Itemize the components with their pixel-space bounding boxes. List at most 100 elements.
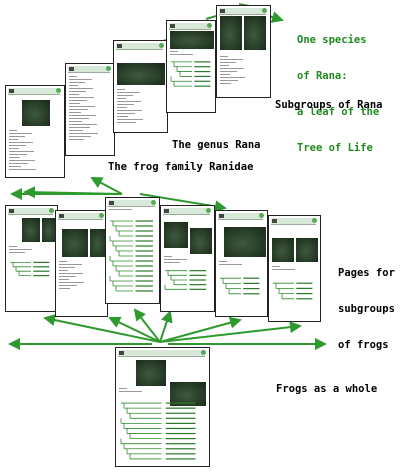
tree-leaf-label bbox=[165, 432, 196, 435]
species-label: One species of Rana: a leaf of the Tree … bbox=[297, 10, 379, 178]
phylogeny-tree bbox=[120, 402, 196, 460]
frog-photo bbox=[224, 227, 266, 257]
phylogeny-tree bbox=[273, 282, 313, 300]
text-line bbox=[69, 106, 95, 107]
text-line bbox=[220, 68, 244, 69]
tree-leaf-label bbox=[296, 282, 313, 284]
tree-leaf-label bbox=[165, 448, 196, 450]
tol-logo-icon bbox=[109, 201, 114, 205]
text-line bbox=[119, 391, 142, 392]
text-line bbox=[69, 130, 83, 131]
connector-arrow bbox=[159, 316, 242, 343]
text-line bbox=[9, 136, 25, 137]
tree-leaf-label bbox=[243, 277, 260, 279]
tol-logo-icon bbox=[117, 44, 122, 48]
tree-leaf-label bbox=[33, 270, 50, 272]
tree-leaf-label bbox=[165, 412, 196, 414]
tree-leaf-label bbox=[189, 274, 207, 276]
tol-logo-icon bbox=[272, 219, 277, 223]
page-header-bar bbox=[218, 213, 263, 220]
text-line bbox=[69, 121, 82, 122]
tree-leaf-label bbox=[194, 66, 211, 68]
tree-branches bbox=[220, 277, 241, 295]
page-header-bar bbox=[163, 208, 210, 215]
subgroups-of-rana-label: Subgroups of Rana bbox=[275, 99, 383, 111]
tree-leaf-label bbox=[135, 285, 153, 287]
tree-leaf-label bbox=[135, 265, 153, 267]
text-line bbox=[59, 264, 82, 265]
pages-for-subgroups-label: Pages for subgroups of frogs bbox=[338, 243, 395, 375]
page-frog-subgroup-6 bbox=[268, 215, 321, 322]
phylogeny-tree bbox=[109, 220, 153, 292]
tree-leaf-label bbox=[165, 402, 196, 404]
page-frog-subgroup-1 bbox=[5, 205, 58, 312]
page-header-bar bbox=[116, 43, 163, 50]
text-line bbox=[117, 119, 143, 120]
tree-leaf-label bbox=[296, 298, 313, 300]
page-frog-subgroup-2 bbox=[55, 210, 108, 317]
species-label-line-3: a leaf of the bbox=[297, 106, 380, 118]
tree-leaf-label bbox=[165, 422, 196, 424]
text-line bbox=[59, 279, 69, 280]
text-line bbox=[272, 266, 280, 267]
text-line bbox=[69, 109, 88, 110]
text-line bbox=[9, 145, 26, 146]
text-line bbox=[69, 133, 98, 134]
tree-leaf-label bbox=[165, 417, 196, 419]
tree-branches bbox=[273, 282, 294, 300]
text-line bbox=[220, 83, 231, 84]
text-line bbox=[69, 91, 86, 92]
text-line bbox=[9, 142, 33, 143]
frogs-as-a-whole-label: Frogs as a whole bbox=[276, 383, 378, 395]
tree-branches bbox=[10, 262, 31, 276]
text-line bbox=[170, 51, 178, 52]
frog-photo bbox=[272, 238, 294, 262]
tree-leaf-label bbox=[243, 282, 260, 284]
tree-leaf-label bbox=[33, 261, 50, 263]
text-line bbox=[69, 100, 87, 101]
phylogeny-tree bbox=[164, 270, 207, 290]
connector-arrow bbox=[108, 316, 161, 343]
tree-leaf-label bbox=[165, 443, 196, 445]
text-line bbox=[220, 59, 243, 60]
species-label-line-1: One species bbox=[297, 34, 367, 46]
tol-logo-icon bbox=[220, 9, 225, 13]
page-header-bar bbox=[8, 208, 53, 215]
phylogeny-tree bbox=[10, 261, 50, 277]
page-header-bar bbox=[118, 350, 205, 357]
species-label-line-2: of Rana: bbox=[297, 70, 348, 82]
tol-logo-icon bbox=[59, 214, 64, 218]
frog-photo bbox=[170, 382, 206, 406]
species-label-line-4: Tree of Life bbox=[297, 142, 373, 154]
frog-photo bbox=[42, 218, 56, 242]
nav-icon bbox=[49, 208, 54, 213]
nav-icon bbox=[106, 66, 111, 71]
tree-leaf-label bbox=[135, 235, 153, 237]
text-line bbox=[117, 92, 140, 93]
page-header-bar bbox=[108, 200, 155, 207]
page-header-bar bbox=[271, 218, 316, 225]
frog-photo bbox=[170, 31, 214, 49]
text-line bbox=[164, 262, 180, 263]
tree-leaf-label bbox=[33, 275, 50, 277]
text-line bbox=[9, 157, 20, 158]
page-header-bar bbox=[8, 88, 60, 95]
tol-logo-icon bbox=[119, 351, 124, 355]
text-line bbox=[9, 160, 35, 161]
text-line bbox=[109, 209, 132, 210]
connector-arrow bbox=[90, 177, 123, 195]
pages-label-line-2: subgroups bbox=[338, 303, 395, 315]
text-line bbox=[119, 388, 127, 389]
tol-logo-icon bbox=[9, 209, 14, 213]
nav-icon bbox=[312, 218, 317, 223]
text-line bbox=[220, 65, 229, 66]
nav-icon bbox=[99, 213, 104, 218]
text-line bbox=[69, 115, 96, 116]
tree-leaf-label bbox=[135, 290, 153, 292]
text-line bbox=[69, 76, 77, 77]
text-line bbox=[59, 270, 68, 271]
tree-leaf-label bbox=[135, 225, 153, 227]
tree-leaf-label bbox=[189, 270, 207, 272]
